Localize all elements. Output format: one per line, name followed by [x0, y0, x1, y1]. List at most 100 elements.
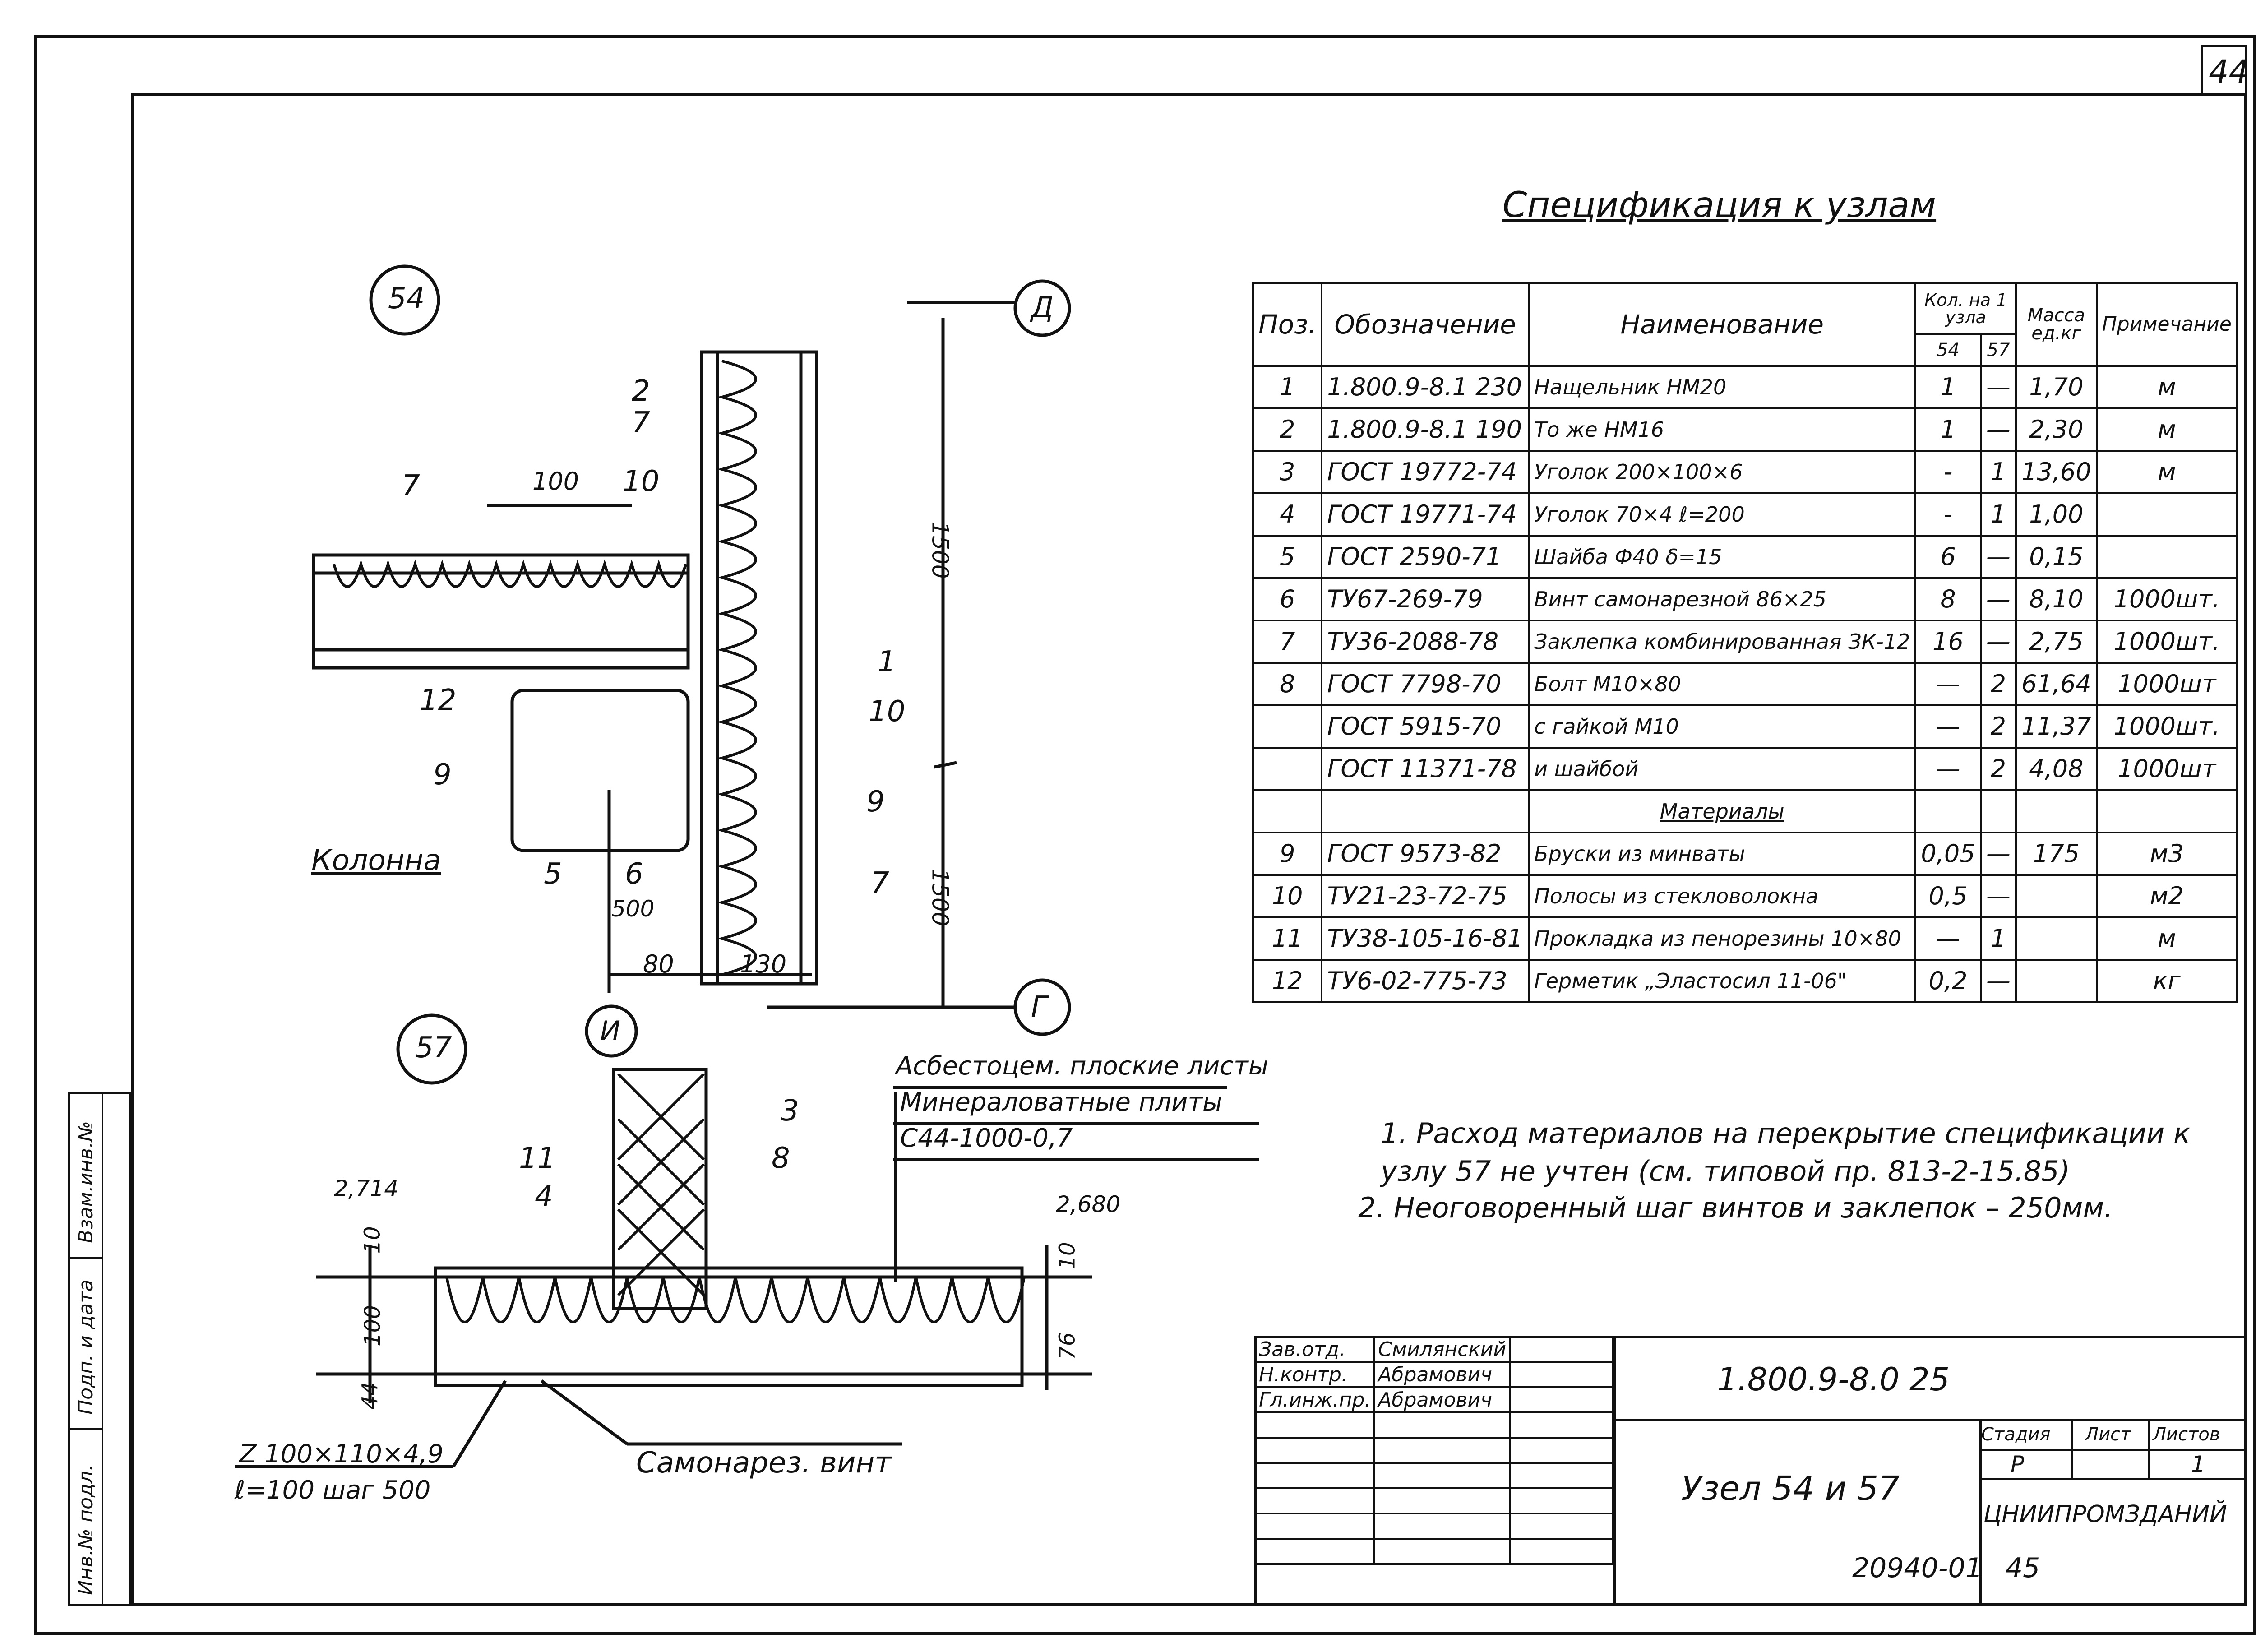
dim-130: 130 — [740, 950, 787, 978]
cell-pos: 7 — [1252, 620, 1323, 664]
cell-qty-57: 2 — [1979, 747, 2017, 791]
screw-label: Самонарез. винт — [636, 1446, 892, 1480]
stamp-signature — [1509, 1386, 1613, 1413]
stamp-title: Узел 54 и 57 — [1681, 1469, 1900, 1508]
cell-pos: 1 — [1252, 365, 1323, 409]
cell-mass: 11,37 — [2015, 704, 2098, 749]
profile-label: Z 100×110×4,9 — [239, 1439, 444, 1469]
dim-10a: 10 — [360, 1226, 385, 1254]
cell-name: Заклепка комбинированная ЗК-12 — [1528, 620, 1917, 664]
cell-qty-57: 2 — [1979, 704, 2017, 749]
cell-designation: ТУ38-105-16-81 — [1321, 916, 1530, 961]
cell-designation: ГОСТ 7798-70 — [1321, 662, 1530, 706]
callout-10b: 10 — [869, 695, 906, 728]
dim-2714: 2,714 — [334, 1175, 399, 1202]
cell-qty-57: 1 — [1979, 450, 2017, 494]
cell-mass: 1,00 — [2015, 492, 2098, 537]
cell-note: м2 — [2095, 874, 2238, 918]
cell-mass: 1,70 — [2015, 365, 2098, 409]
cell-designation: ГОСТ 2590-71 — [1321, 535, 1530, 579]
cell-qty-54: 8 — [1914, 577, 1982, 621]
cell-pos: 5 — [1252, 535, 1323, 579]
callout-1: 1 — [878, 645, 896, 679]
stamp-name: Смилянский — [1373, 1336, 1511, 1363]
cell-qty-57: — — [1979, 832, 2017, 876]
stamp-sheets: 1 — [2191, 1451, 2205, 1477]
cell-pos — [1252, 704, 1323, 749]
callout-10a: 10 — [623, 465, 660, 498]
layer-2: Минераловатные плиты — [900, 1087, 1223, 1117]
cell-name: Нащельник НМ20 — [1528, 365, 1917, 409]
cell-mass: 61,64 — [2015, 662, 2098, 706]
cell-note — [2095, 789, 2238, 833]
axis-i-circle — [585, 1004, 638, 1058]
cell-designation: ТУ67-269-79 — [1321, 577, 1530, 621]
stamp-row: Зав.отд.Смилянский — [1254, 1336, 1613, 1363]
spec-title: Спецификация к узлам — [1502, 185, 1937, 226]
archive-page: 45 — [2006, 1552, 2040, 1584]
cell-name: Герметик „Эластосил 11-06" — [1528, 959, 1917, 1003]
cell-qty-57: — — [1979, 959, 2017, 1003]
cell-name: и шайбой — [1528, 747, 1917, 791]
node-57-label: 57 — [415, 1031, 452, 1064]
cell-name: Бруски из минваты — [1528, 832, 1917, 876]
cell-qty-54: 0,5 — [1914, 874, 1982, 918]
col-qty: Кол. на 1 узла — [1914, 282, 2017, 335]
callout-7b: 7 — [402, 469, 420, 503]
callout-7c: 7 — [871, 866, 889, 900]
callout-6: 6 — [625, 857, 643, 891]
cell-designation: ГОСТ 19771-74 — [1321, 492, 1530, 537]
note-1: 1. Расход материалов на перекрытие специ… — [1381, 1117, 2191, 1188]
stamp-row: Гл.инж.пр.Абрамович — [1254, 1386, 1613, 1413]
roof-panel — [312, 553, 690, 670]
axis-i-label: И — [600, 1015, 620, 1047]
cell-name: Болт М10×80 — [1528, 662, 1917, 706]
layer-3: С44-1000-0,7 — [900, 1124, 1073, 1153]
col-name: Наименование — [1528, 282, 1917, 367]
stamp-code: 1.800.9-8.0 25 — [1717, 1361, 1950, 1398]
axis-d-label: Д — [1031, 291, 1054, 324]
cell-name: Уголок 200×100×6 — [1528, 450, 1917, 494]
wall-panel — [700, 350, 818, 986]
stamp-name: Абрамович — [1373, 1361, 1511, 1388]
node-57-circle — [396, 1013, 467, 1085]
cell-name: Полосы из стекловолокна — [1528, 874, 1917, 918]
cell-mass — [2015, 789, 2098, 833]
cell-qty-54: 0,2 — [1914, 959, 1982, 1003]
cell-designation: ГОСТ 5915-70 — [1321, 704, 1530, 749]
cell-note: м — [2095, 450, 2238, 494]
cell-designation: 1.800.9-8.1 230 — [1321, 365, 1530, 409]
cell-pos: 11 — [1252, 916, 1323, 961]
col-designation: Обозначение — [1321, 282, 1530, 367]
callout-4: 4 — [535, 1180, 553, 1213]
layer-1: Асбестоцем. плоские листы — [896, 1051, 1268, 1081]
note-2: 2. Неоговоренный шаг винтов и заклепок –… — [1358, 1191, 2113, 1224]
cell-qty-57 — [1979, 789, 2017, 833]
cell-qty-54: — — [1914, 747, 1982, 791]
cell-mass — [2015, 959, 2098, 1003]
cell-pos: 4 — [1252, 492, 1323, 537]
cell-note: 1000шт — [2095, 662, 2238, 706]
cell-pos — [1252, 747, 1323, 791]
cell-name: Шайба Ф40 δ=15 — [1528, 535, 1917, 579]
sheet-corner-number: 44 — [2209, 53, 2249, 90]
callout-12: 12 — [420, 684, 457, 717]
outer-border — [34, 35, 2256, 1635]
stamp-signature — [1509, 1361, 1613, 1388]
callout-2: 2 — [632, 375, 650, 408]
cell-mass: 2,30 — [2015, 407, 2098, 452]
stamp-row: Н.контр.Абрамович — [1254, 1361, 1613, 1388]
cell-mass: 4,08 — [2015, 747, 2098, 791]
cell-qty-57: 1 — [1979, 492, 2017, 537]
cell-pos: 3 — [1252, 450, 1323, 494]
cell-mass: 8,10 — [2015, 577, 2098, 621]
cell-pos: 8 — [1252, 662, 1323, 706]
cell-note: 1000шт — [2095, 747, 2238, 791]
